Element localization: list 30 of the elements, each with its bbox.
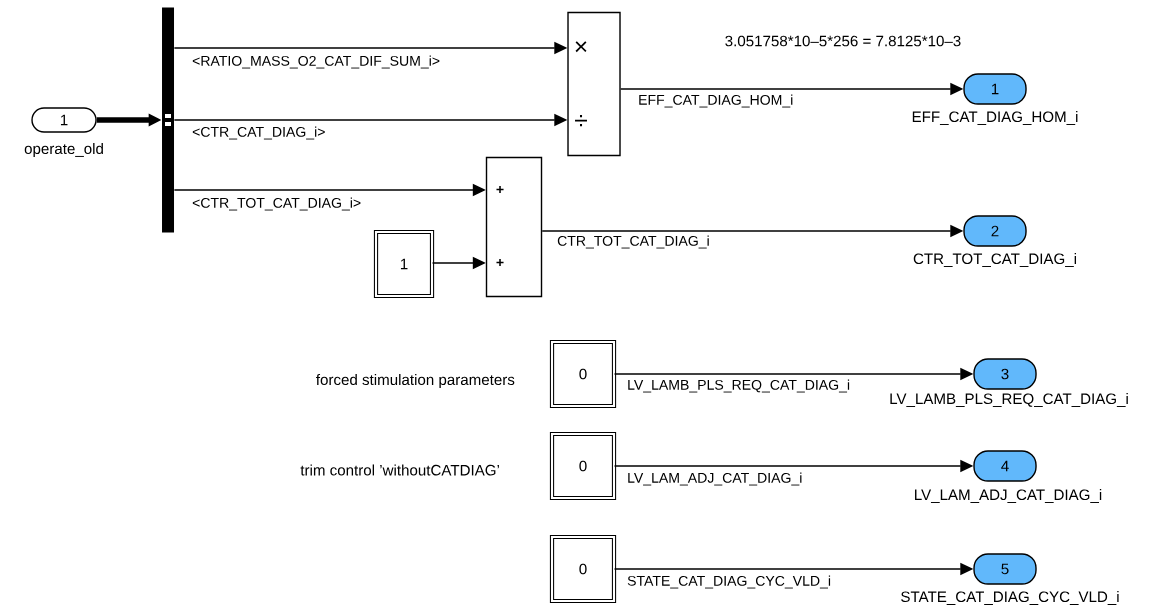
product-block: × ÷ bbox=[567, 11, 621, 157]
bus-selector-bar bbox=[162, 7, 174, 233]
constant-block: 0 bbox=[549, 431, 617, 501]
edge-label: <RATIO_MASS_O2_CAT_DIF_SUM_i> bbox=[190, 53, 442, 71]
constant-block: 1 bbox=[373, 229, 435, 299]
port-label: operate_old bbox=[24, 142, 103, 158]
sum-block: + + bbox=[485, 156, 543, 298]
constant-block: 0 bbox=[549, 339, 617, 409]
outport-block: 3 bbox=[973, 358, 1037, 390]
edge-label: LV_LAM_ADJ_CAT_DIAG_i bbox=[625, 470, 805, 488]
port-label: EFF_CAT_DIAG_HOM_i bbox=[912, 111, 1078, 125]
edge-label: STATE_CAT_DIAG_CYC_VLD_i bbox=[625, 573, 833, 591]
outport-block: 4 bbox=[973, 450, 1037, 482]
port-label: STATE_CAT_DIAG_CYC_VLD_i bbox=[901, 591, 1119, 605]
edge-label: LV_LAMB_PLS_REQ_CAT_DIAG_i bbox=[625, 377, 852, 395]
note-text: forced stimulation parameters bbox=[316, 373, 515, 389]
edge-label: EFF_CAT_DIAG_HOM_i bbox=[636, 92, 796, 110]
port-label: LV_LAM_ADJ_CAT_DIAG_i bbox=[915, 489, 1102, 503]
outport-block: 5 bbox=[973, 553, 1037, 585]
edge-label: CTR_TOT_CAT_DIAG_i bbox=[555, 233, 712, 251]
inport-block: 1 bbox=[31, 107, 97, 133]
note-text: trim control ’withoutCATDIAG’ bbox=[300, 464, 499, 476]
edge-label: <CTR_CAT_DIAG_i> bbox=[190, 124, 328, 142]
port-label: CTR_TOT_CAT_DIAG_i bbox=[913, 253, 1076, 267]
constant-block: 0 bbox=[549, 534, 617, 604]
port-label: LV_LAMB_PLS_REQ_CAT_DIAG_i bbox=[890, 393, 1128, 407]
formula-note: 3.051758*10–5*256 = 7.8125*10–3 bbox=[725, 35, 961, 47]
edge-label: <CTR_TOT_CAT_DIAG_i> bbox=[190, 195, 363, 213]
outport-block: 2 bbox=[963, 215, 1027, 247]
outport-block: 1 bbox=[963, 73, 1027, 105]
